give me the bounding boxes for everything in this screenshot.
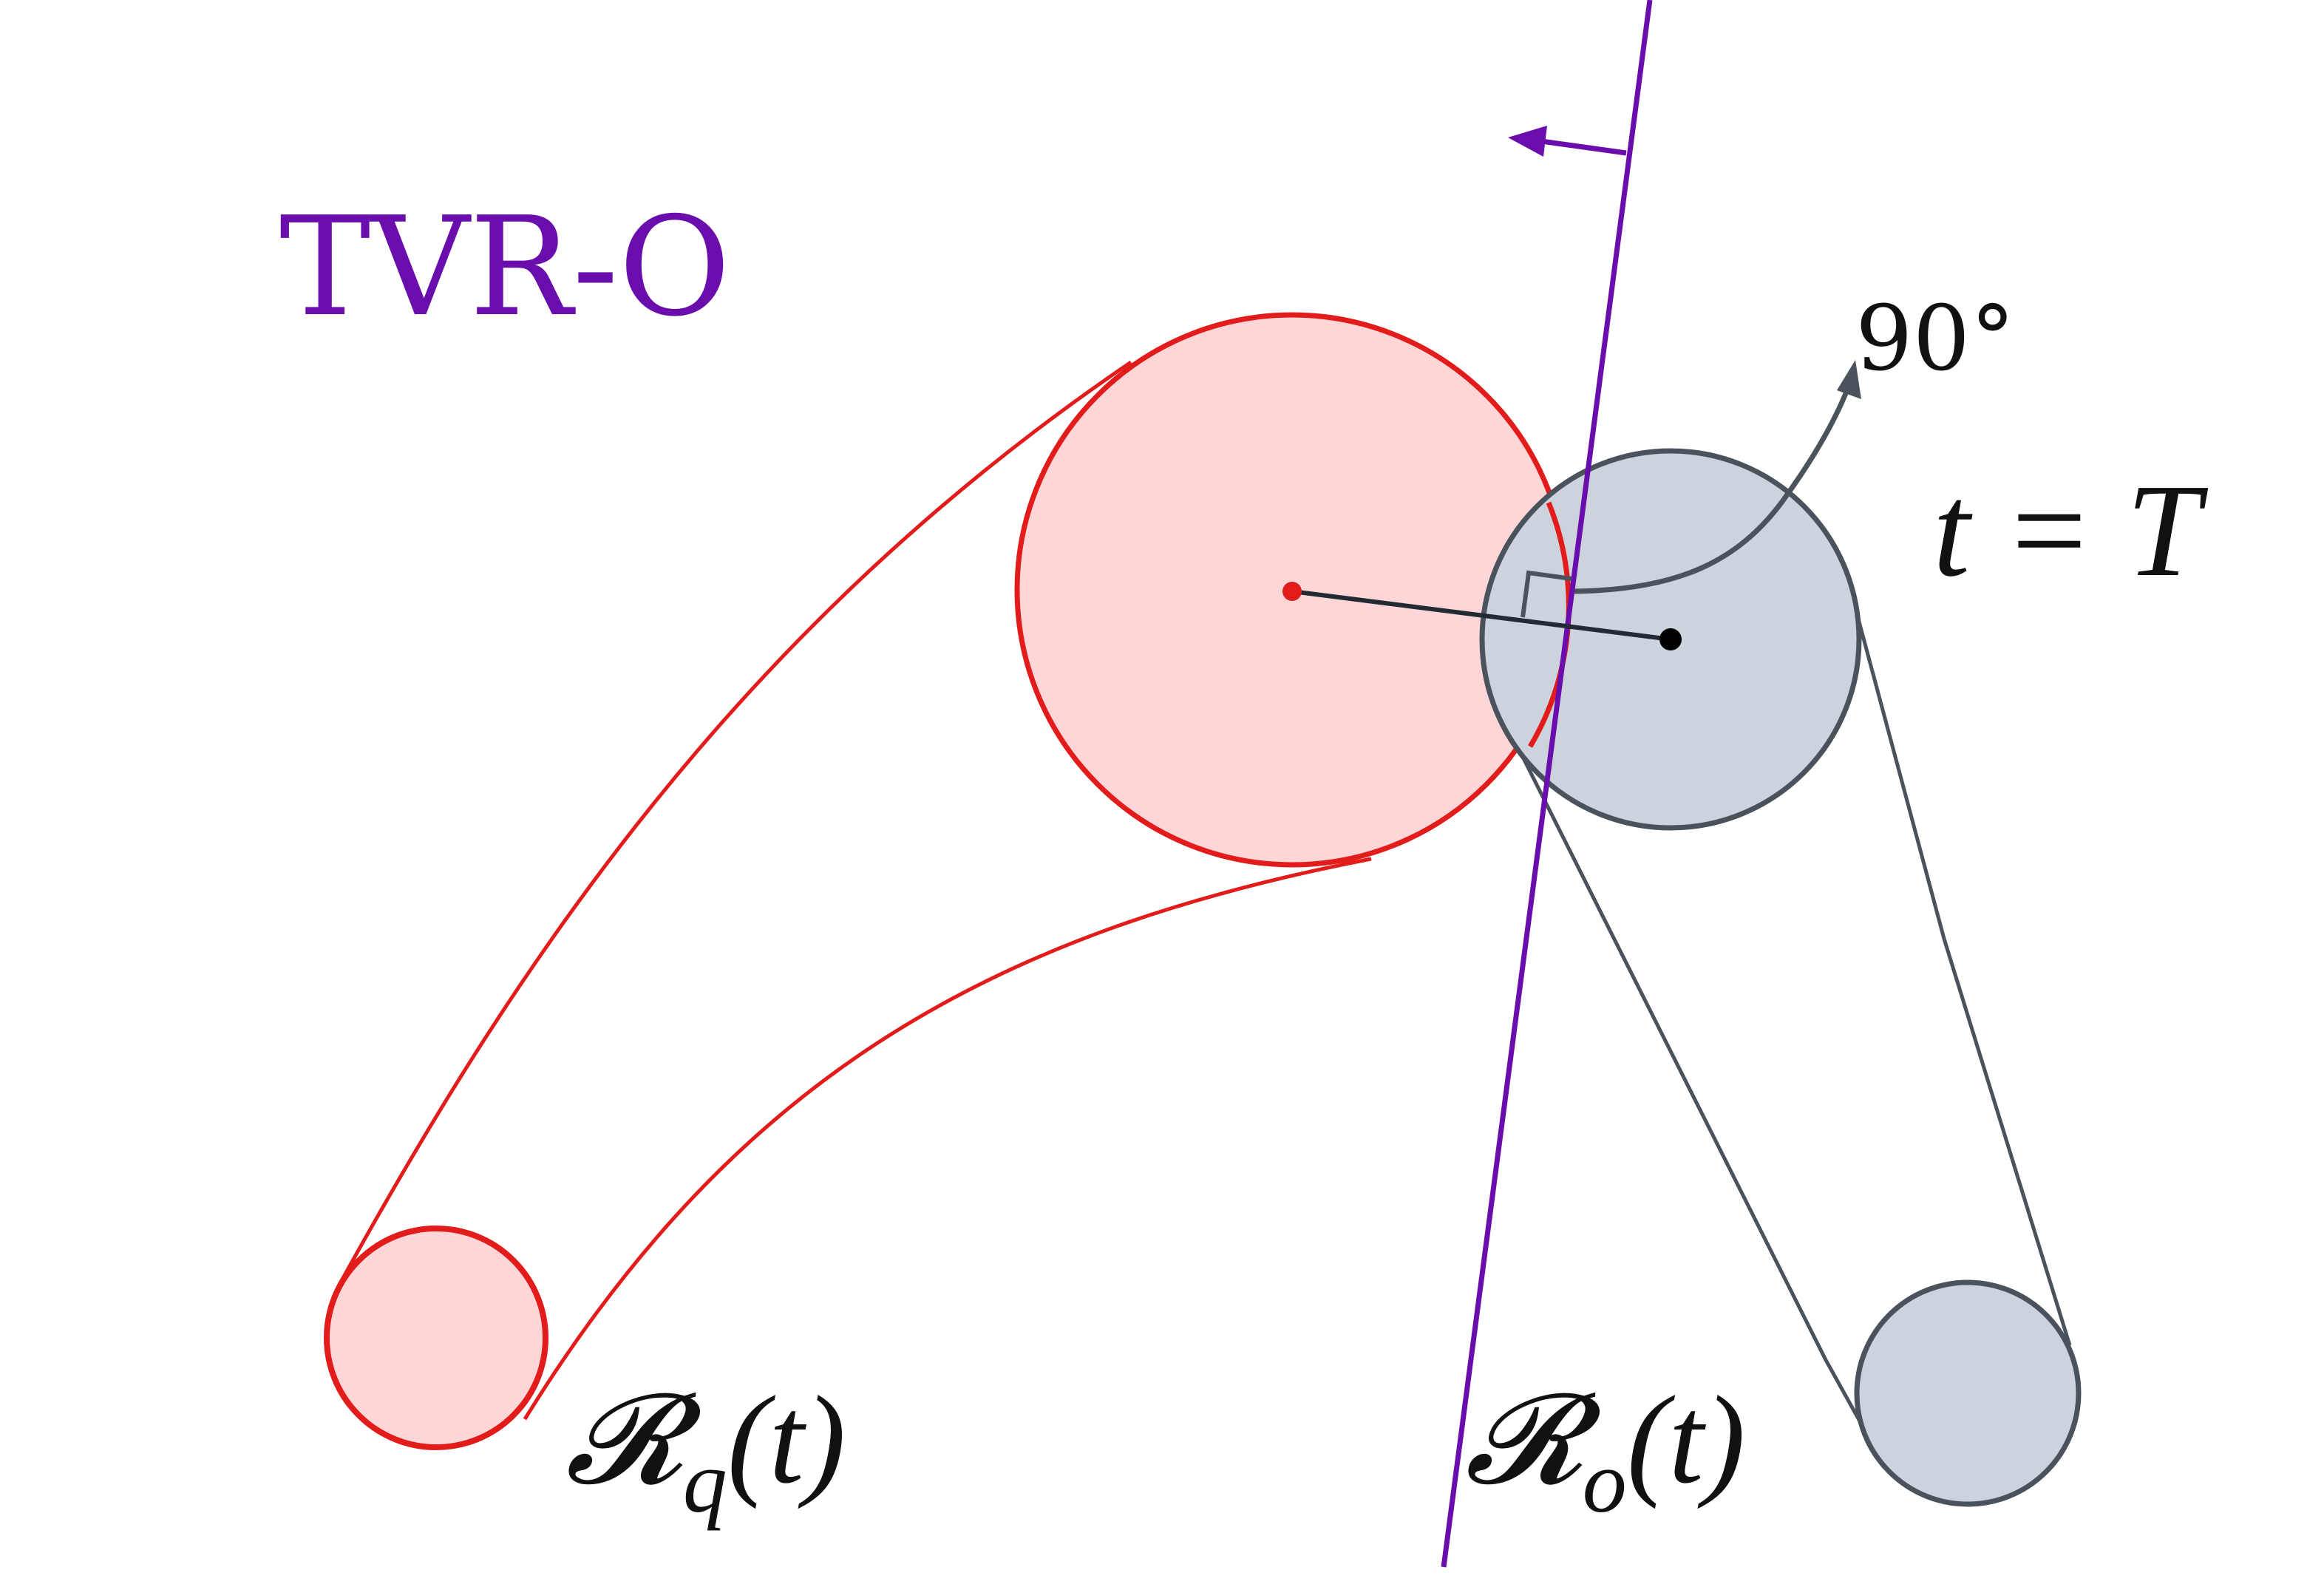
- reachable-tube-q-lower-edge: [523, 857, 1372, 1421]
- reachable-set-q-symbol: 𝓡: [565, 1370, 703, 1509]
- reachable-set-q-initial-circle: [324, 1226, 548, 1450]
- center-connector: [1282, 582, 1682, 650]
- reachable-set-q-subscript: q: [683, 1432, 727, 1531]
- reachable-set-o-label: 𝓡o(t): [1465, 1370, 1745, 1531]
- reachable-set-q-label: 𝓡q(t): [565, 1370, 846, 1531]
- time-label-text: t = T: [1933, 457, 2208, 604]
- diagram-title: TVR-O: [279, 187, 730, 347]
- separating-plane: [1441, 0, 1653, 1568]
- rotation-arrow: [1574, 360, 1861, 594]
- reachable-set-q: [324, 312, 1570, 1450]
- angle-label: 90°: [1855, 286, 2015, 391]
- center-q-dot: [1282, 582, 1302, 601]
- reachable-tube-q-upper-edge: [336, 360, 1132, 1288]
- center-o-dot: [1659, 628, 1682, 650]
- reachable-tube-o-right-edge: [1852, 602, 2072, 1346]
- reachable-set-q-arg: (t): [727, 1370, 846, 1509]
- reachable-set-o-subscript: o: [1583, 1432, 1627, 1531]
- reachable-set-o-final-circle: [1854, 1279, 2082, 1507]
- right-angle-marker: [1521, 570, 1572, 618]
- reachable-tube-o-left-edge: [1519, 752, 1865, 1428]
- plane-normal-arrow: [1508, 126, 1627, 157]
- reachable-set-o-arg: (t): [1627, 1370, 1745, 1509]
- reachable-set-o-symbol: 𝓡: [1465, 1370, 1603, 1509]
- center-connector-line: [1291, 589, 1671, 642]
- time-label: t = T: [1933, 457, 2208, 604]
